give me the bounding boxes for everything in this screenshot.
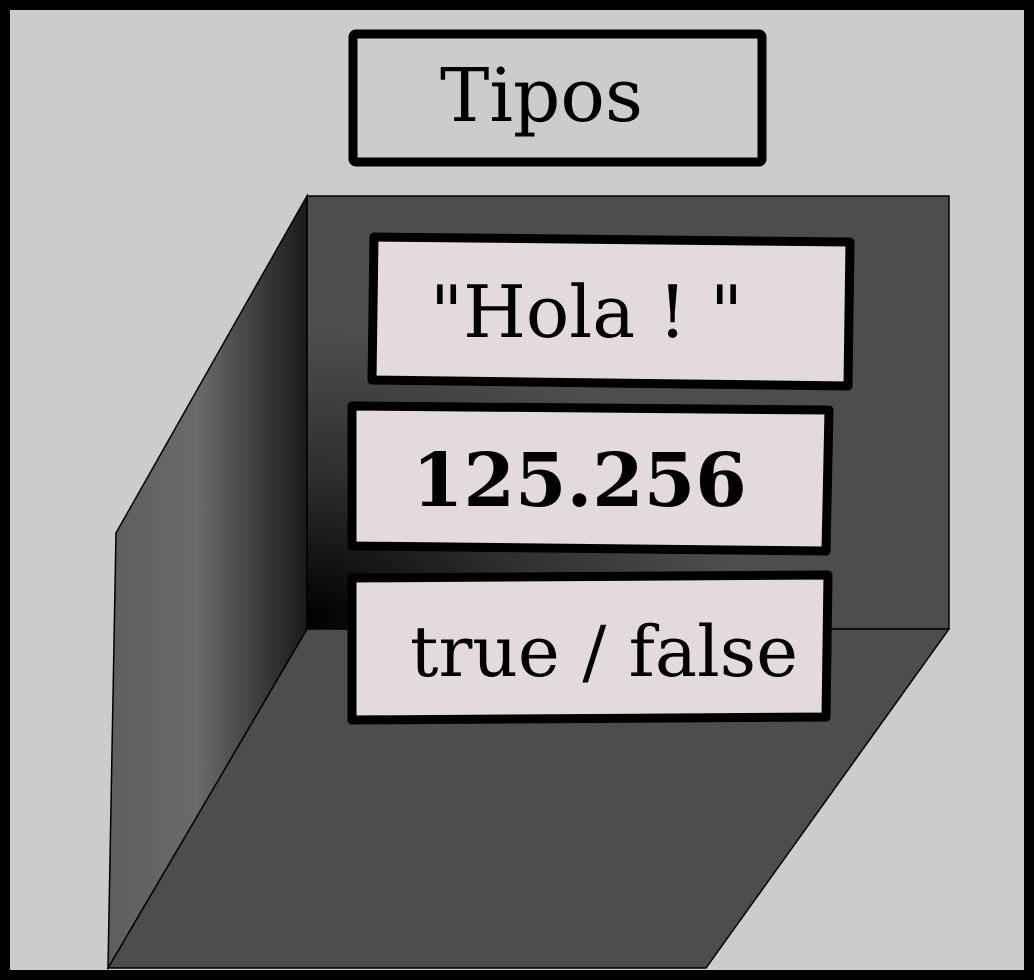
type-label-boolean: true / false	[347, 570, 833, 725]
type-label-number: 125.256	[347, 401, 834, 556]
type-value: true / false	[410, 611, 798, 693]
type-value: 125.256	[412, 438, 747, 524]
box-side-wall	[107, 193, 308, 971]
type-value: "Hola ! "	[430, 270, 743, 354]
type-label-string: "Hola ! "	[367, 232, 855, 391]
title-box: Tipos	[348, 29, 767, 167]
title-text: Tipos	[440, 53, 643, 139]
